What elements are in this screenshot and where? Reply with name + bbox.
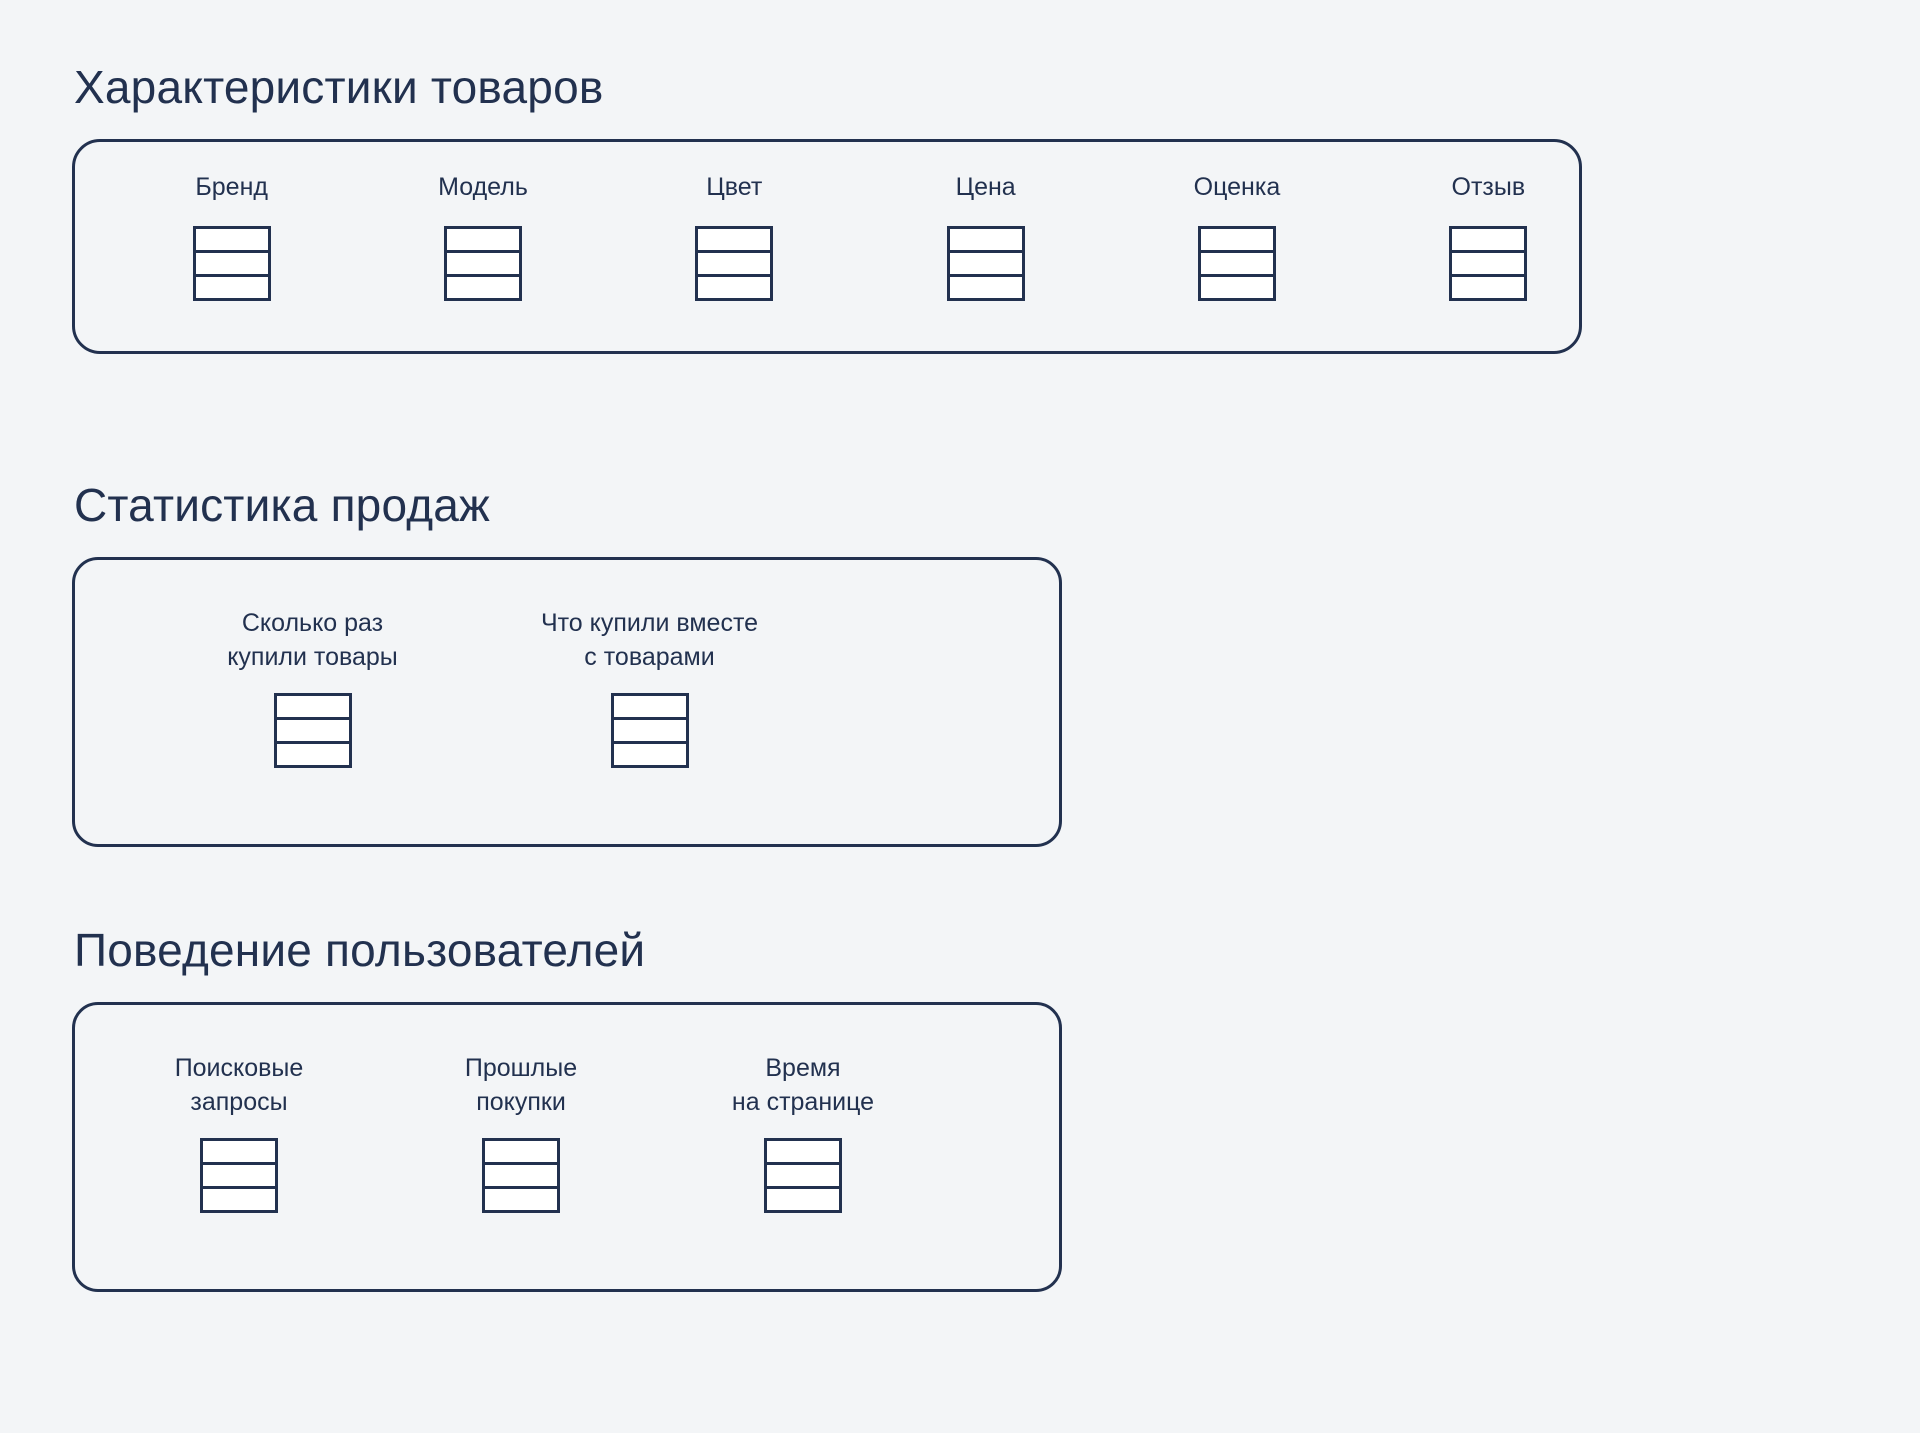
sales-card-content: Сколько раз купили товары Что купили вме…: [75, 606, 777, 768]
feature-label: Оценка: [1193, 172, 1281, 201]
table-icon: [1197, 226, 1276, 302]
table-icon: [200, 1137, 278, 1213]
attributes-card: Бренд Модель Цвет: [72, 138, 1582, 354]
section-title: Статистика продаж: [74, 479, 491, 531]
feature-review: Отзыв: [1398, 170, 1579, 302]
table-icon: [695, 226, 774, 302]
feature-model: Модель: [392, 170, 573, 302]
attributes-card-content: Бренд Модель Цвет: [75, 170, 1579, 302]
feature-bought-together: Что купили вместе с товарами: [522, 606, 777, 768]
feature-label: Сколько раз купили товары: [227, 608, 398, 672]
feature-brand: Бренд: [141, 170, 322, 302]
feature-label: Отзыв: [1451, 172, 1526, 201]
feature-label: Цена: [955, 172, 1016, 201]
table-icon: [946, 226, 1025, 302]
section-title: Поведение пользователей: [74, 924, 646, 976]
table-icon: [482, 1137, 560, 1213]
behaviour-card: Поисковые запросы Прошлые покупки Время …: [72, 1001, 1062, 1292]
table-icon: [764, 1137, 842, 1213]
table-icon: [610, 692, 689, 768]
sales-card: Сколько раз купили товары Что купили вме…: [72, 556, 1062, 847]
feature-label: Бренд: [195, 172, 268, 201]
feature-purchase-count: Сколько раз купили товары: [185, 606, 440, 768]
section-user-behaviour: Поведение пользователей Поисковые запрос…: [72, 925, 1062, 1292]
table-icon: [192, 226, 271, 302]
table-icon: [273, 692, 352, 768]
section-sales-statistics: Статистика продаж Сколько раз купили тов…: [72, 480, 1062, 847]
feature-label: Цвет: [706, 172, 763, 201]
feature-search-queries: Поисковые запросы: [123, 1051, 355, 1213]
behaviour-card-content: Поисковые запросы Прошлые покупки Время …: [75, 1051, 919, 1213]
feature-color: Цвет: [644, 170, 825, 302]
table-icon: [443, 226, 522, 302]
feature-label: Модель: [438, 172, 528, 201]
feature-price: Цена: [895, 170, 1076, 302]
feature-label: Прошлые покупки: [464, 1053, 578, 1117]
table-icon: [1449, 226, 1528, 302]
section-title: Характеристики товаров: [74, 61, 604, 113]
feature-rating: Оценка: [1146, 170, 1327, 302]
feature-past-purchases: Прошлые покупки: [405, 1051, 637, 1213]
feature-time-on-page: Время на странице: [687, 1051, 919, 1213]
feature-label: Что купили вместе с товарами: [540, 608, 759, 672]
feature-label: Время на странице: [731, 1053, 875, 1117]
section-product-attributes: Характеристики товаров Бренд Модель Цве: [72, 62, 1582, 354]
feature-label: Поисковые запросы: [174, 1053, 304, 1117]
